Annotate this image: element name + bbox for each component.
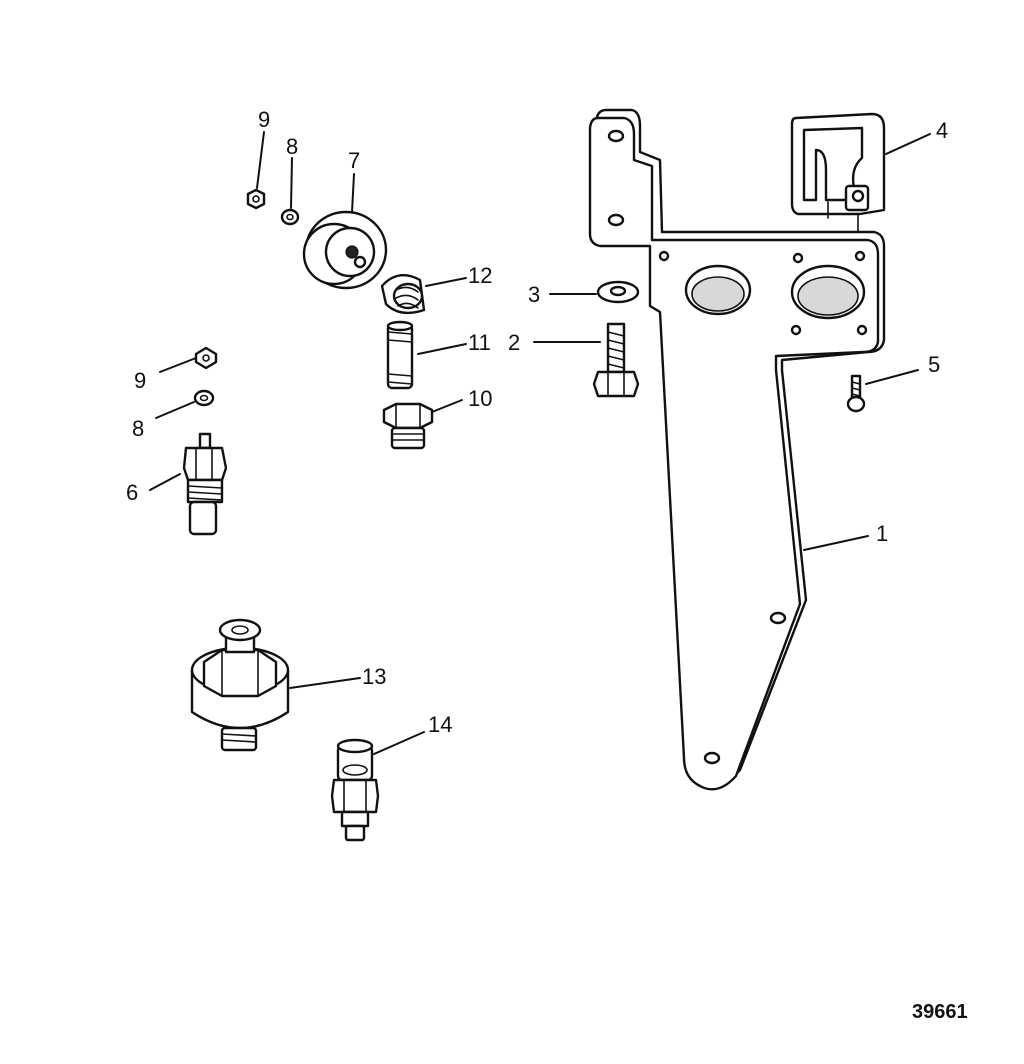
callout-6: 6 — [126, 480, 138, 505]
part-14-fitting — [330, 738, 380, 842]
callout-2: 2 — [508, 330, 520, 355]
callout-4: 4 — [936, 118, 948, 143]
part-4-clip — [790, 112, 886, 233]
part-6-temperature-sender — [182, 432, 228, 536]
callout-8-left: 8 — [132, 416, 144, 441]
part-2-hex-bolt — [592, 322, 640, 398]
leader-lines — [149, 131, 931, 755]
callout-8-top: 8 — [286, 134, 298, 159]
callout-12: 12 — [468, 263, 492, 288]
callout-10: 10 — [468, 386, 492, 411]
part-3-washer — [596, 280, 640, 304]
part-1-mounting-bracket — [588, 108, 886, 791]
callout-13: 13 — [362, 664, 386, 689]
callout-9-top: 9 — [258, 107, 270, 132]
part-10-adapter — [382, 402, 434, 450]
figure-number: 39661 — [912, 1001, 968, 1023]
part-9-nut-left — [194, 346, 218, 370]
part-9-nut-top — [246, 188, 266, 210]
callout-labels: 1 2 3 4 5 6 7 8 9 9 8 10 11 12 13 14 — [126, 107, 948, 737]
part-8-lockwasher-left — [193, 389, 215, 407]
callout-9-left: 9 — [134, 368, 146, 393]
part-8-lockwasher-top — [280, 208, 300, 226]
part-12-elbow — [380, 274, 426, 315]
callout-1: 1 — [876, 521, 888, 546]
callout-14: 14 — [428, 712, 452, 737]
part-5-screw — [846, 374, 866, 413]
part-7-sender — [302, 210, 388, 290]
part-11-nipple — [386, 320, 414, 390]
callout-3: 3 — [528, 282, 540, 307]
callout-7: 7 — [348, 148, 360, 173]
callout-11: 11 — [468, 330, 491, 355]
part-13-knock-sensor — [190, 618, 290, 752]
callout-5: 5 — [928, 352, 940, 377]
